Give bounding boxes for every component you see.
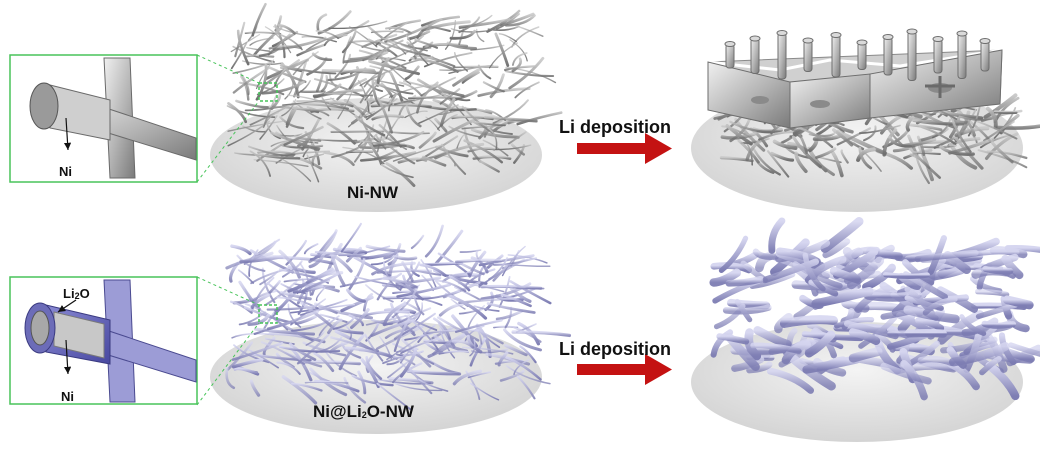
li-deposition-label-bottom: Li deposition (559, 339, 671, 359)
zoom-region-bottom (258, 304, 278, 324)
process-arrow-bottom (577, 354, 672, 385)
inset-ni-wire (9, 54, 198, 183)
inset-li2o-label: Li2O (63, 286, 90, 301)
inset-ni-label-bottom: Ni (61, 389, 74, 404)
coated-nanowire-network (225, 222, 572, 411)
li-deposition-label-top: Li deposition (559, 117, 671, 137)
ni-nanowire-network (226, 2, 563, 187)
zoom-region-top (258, 82, 278, 102)
inset-ni-label-top: Ni (59, 164, 72, 179)
ni-li2o-nw-label: Ni@Li2O-NW (313, 402, 414, 421)
coated-network-after-deposition (709, 217, 1040, 401)
li-deposit-on-ni-nw (707, 28, 1040, 185)
ni-nw-label: Ni-NW (347, 183, 398, 202)
inset-li2o-coated-wire (9, 276, 198, 405)
process-arrow-top (577, 133, 672, 164)
